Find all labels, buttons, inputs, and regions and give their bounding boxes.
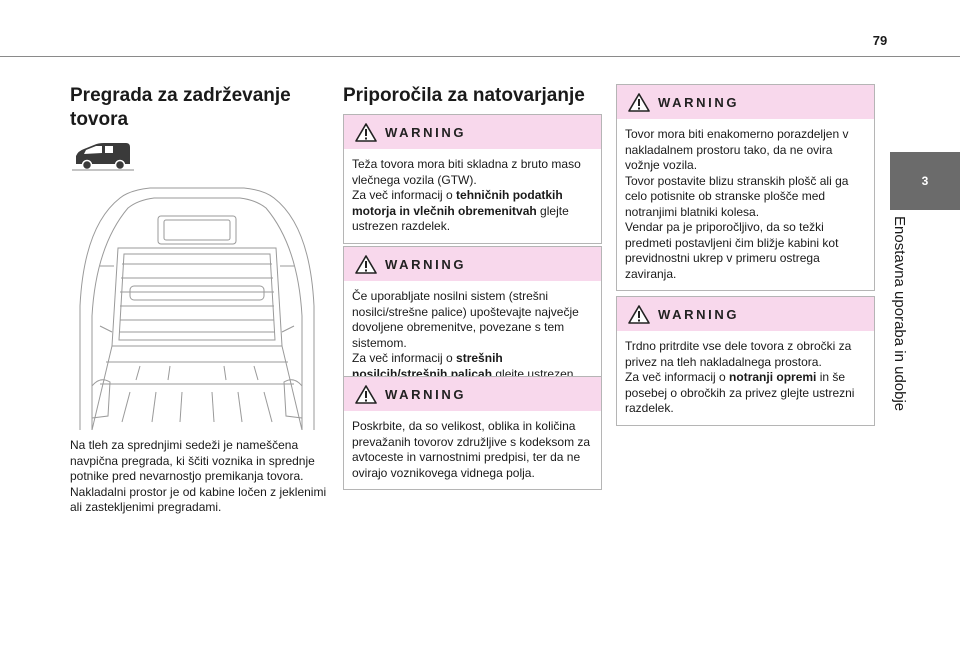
- warning-box: WARNING Trdno pritrdite vse dele tovora …: [616, 296, 875, 426]
- warning-header: WARNING: [344, 247, 601, 281]
- section-title-loading-recommendations: Priporočila za natovarjanje: [343, 85, 585, 106]
- warning-header: WARNING: [617, 297, 874, 331]
- warning-text: Teža tovora mora biti skladna z bruto ma…: [344, 149, 601, 243]
- warning-paragraph: Poskrbite, da so velikost, oblika in kol…: [352, 419, 591, 480]
- warning-label: WARNING: [658, 306, 740, 322]
- warning-paragraph: Teža tovora mora biti skladna z bruto ma…: [352, 157, 581, 187]
- text-run: glejte ustrezen razdelek.: [352, 203, 569, 234]
- chapter-number: 3: [921, 174, 929, 188]
- chapter-title-vertical: Enostavna uporaba in udobje: [888, 216, 910, 556]
- warning-paragraph: Za več informacij o tehničnih podatkih m…: [352, 188, 593, 235]
- van-icon: [72, 143, 134, 171]
- chapter-tab[interactable]: 3: [890, 152, 960, 210]
- top-rule: [0, 56, 960, 57]
- section-title-cargo-barrier: Pregrada za zadrževanje tovora: [70, 85, 291, 130]
- warning-header: WARNING: [344, 377, 601, 411]
- warning-label: WARNING: [385, 386, 467, 402]
- chapter-title: Enostavna uporaba in udobje: [891, 216, 908, 412]
- warning-header: WARNING: [344, 115, 601, 149]
- warning-text: Trdno pritrdite vse dele tovora z obročk…: [617, 331, 874, 425]
- cargo-barrier-description: Na tleh za sprednjimi sedeži je nameščen…: [70, 438, 327, 514]
- warning-triangle-icon: [355, 384, 377, 404]
- bold-text: tehničnih podatkih motorja in vlečnih ob…: [352, 188, 563, 218]
- text-run: Za več informacij o: [352, 351, 457, 365]
- warning-paragraph: Če uporabljate nosilni sistem (strešni n…: [352, 289, 579, 350]
- cargo-area-illustration: [79, 187, 315, 430]
- warning-triangle-icon: [355, 254, 377, 274]
- warning-box: WARNING Teža tovora mora biti skladna z …: [343, 114, 602, 244]
- text-run: Za več informacij o: [625, 370, 730, 384]
- warning-triangle-icon: [355, 122, 377, 142]
- warning-paragraph: Tovor postavite blizu stranskih plošč al…: [625, 173, 849, 219]
- bold-text: notranji opremi: [729, 370, 817, 384]
- warning-label: WARNING: [385, 124, 467, 140]
- warning-box: WARNING Poskrbite, da so velikost, oblik…: [343, 376, 602, 490]
- warning-triangle-icon: [628, 92, 650, 112]
- warning-triangle-icon: [628, 304, 650, 324]
- warning-label: WARNING: [658, 94, 740, 110]
- warning-text: Tovor mora biti enakomerno porazdeljen v…: [617, 119, 874, 290]
- text-run: Za več informacij o: [352, 188, 457, 202]
- warning-text: Poskrbite, da so velikost, oblika in kol…: [344, 411, 601, 489]
- warning-paragraph: Tovor mora biti enakomerno porazdeljen v…: [625, 127, 849, 172]
- warning-paragraph: Trdno pritrdite vse dele tovora z obročk…: [625, 339, 852, 369]
- warning-paragraph: Vendar pa je priporočljivo, da so težki …: [625, 220, 839, 281]
- page-number: 79: [872, 33, 888, 48]
- warning-label: WARNING: [385, 256, 467, 272]
- warning-paragraph: Za več informacij o notranji opremi in š…: [625, 370, 866, 417]
- warning-header: WARNING: [617, 85, 874, 119]
- text-run: in še posebej o obročkih za privez glejt…: [625, 370, 855, 415]
- warning-box: WARNING Tovor mora biti enakomerno poraz…: [616, 84, 875, 291]
